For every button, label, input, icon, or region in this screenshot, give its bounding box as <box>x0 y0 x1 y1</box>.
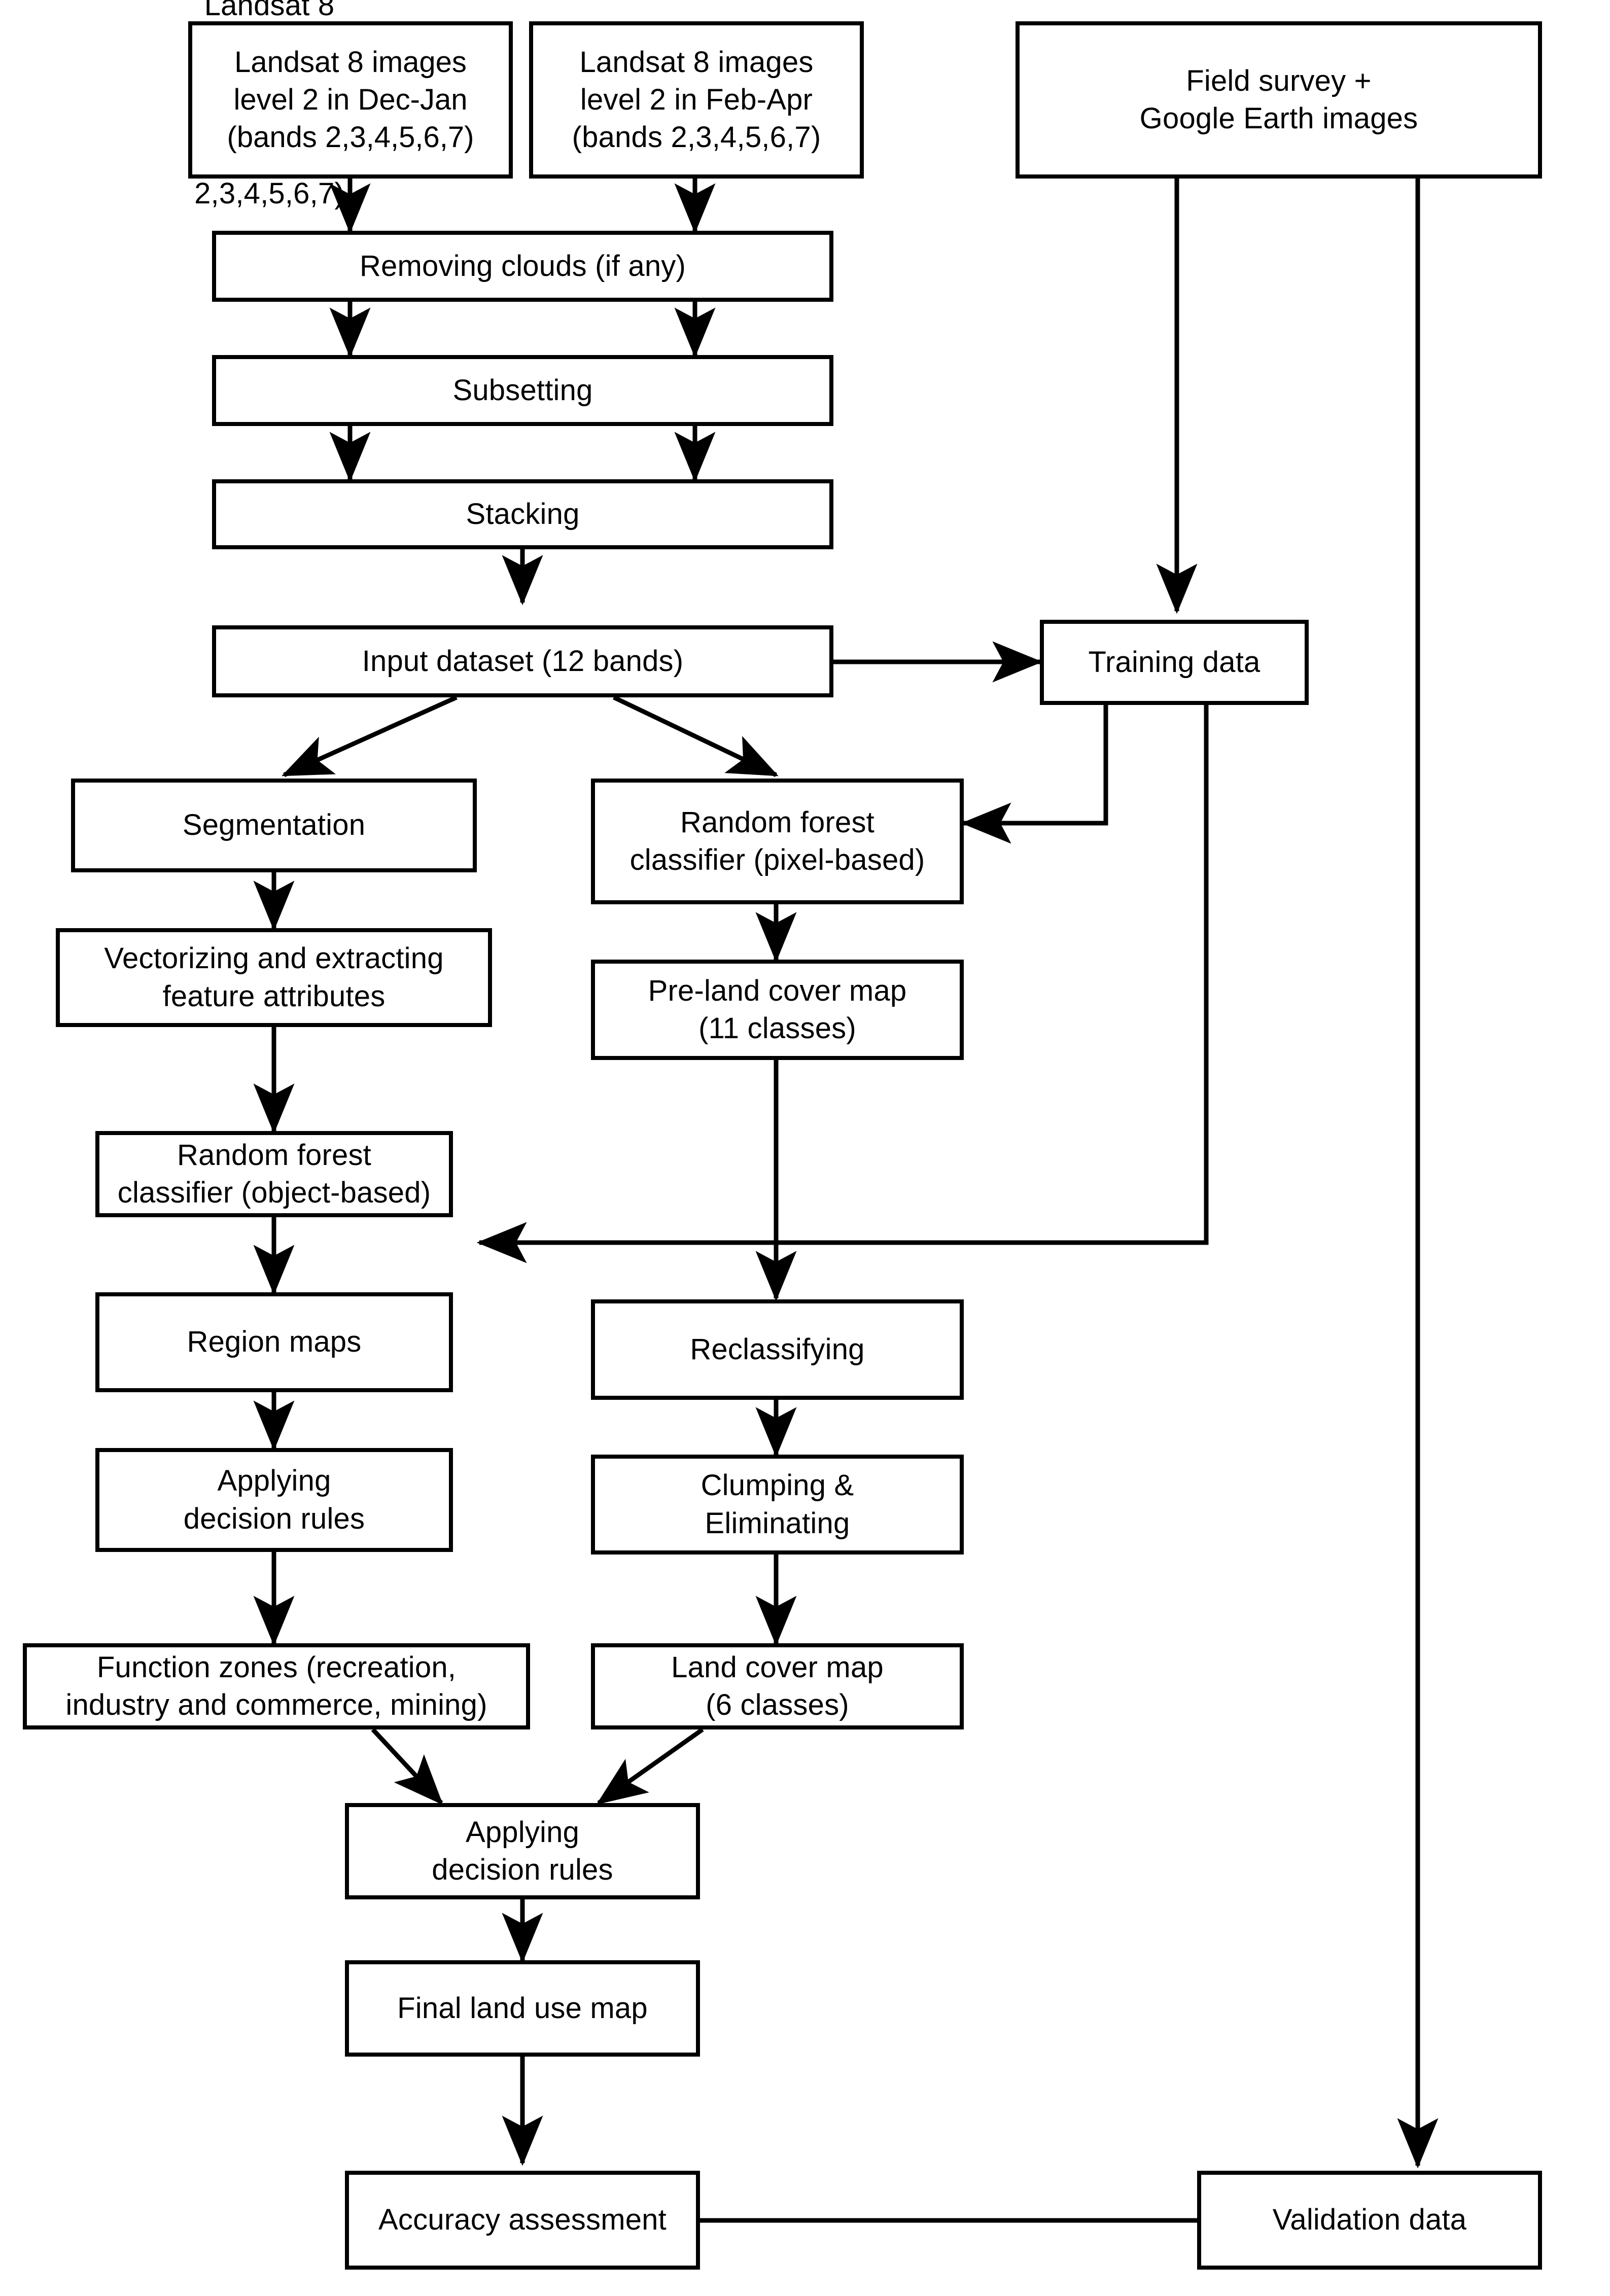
node-input-dataset-label: Input dataset (12 bands) <box>362 644 684 678</box>
node-landsat-feb-apr-label: Landsat 8 images level 2 in Feb-Apr (ban… <box>572 45 821 154</box>
edge-input-dataset-segmentation <box>282 695 458 778</box>
node-applying-rules-left[interactable]: Applying decision rules <box>95 1448 453 1552</box>
node-vectorizing-label: Vectorizing and extracting feature attri… <box>104 942 444 1013</box>
node-region-maps[interactable]: Region maps <box>95 1292 453 1392</box>
node-rf-object[interactable]: Random forest classifier (object-based) <box>95 1131 453 1217</box>
edge-function-zones-applying-rules-merge <box>371 1727 443 1805</box>
node-segmentation[interactable]: Segmentation <box>71 779 477 872</box>
edge-training-data-rf-object <box>476 705 1209 1263</box>
edge-training-data-rf-pixel <box>961 705 1108 844</box>
node-land-cover-map[interactable]: Land cover map (6 classes) <box>591 1643 964 1729</box>
node-land-cover-map-label: Land cover map (6 classes) <box>671 1650 884 1721</box>
node-field-survey-label: Field survey + Google Earth images <box>1139 64 1418 135</box>
node-subsetting[interactable]: Subsetting <box>212 355 833 426</box>
node-applying-rules-merge-label: Applying decision rules <box>432 1815 613 1886</box>
node-validation-data-label: Validation data <box>1272 2203 1467 2237</box>
node-removing-clouds[interactable]: Removing clouds (if any) <box>212 231 833 302</box>
node-final-land-use[interactable]: Final land use map <box>345 1960 700 2057</box>
edge-land-cover-map-applying-rules-merge <box>596 1727 704 1805</box>
node-removing-clouds-label: Removing clouds (if any) <box>359 249 686 282</box>
node-landsat-dec-jan-label: Landsat 8 images level 2 in Dec-Jan (ban… <box>194 0 344 210</box>
node-applying-rules-left-label: Applying decision rules <box>183 1464 365 1535</box>
node-rf-pixel[interactable]: Random forest classifier (pixel-based) <box>591 779 964 904</box>
node-input-dataset[interactable]: Input dataset (12 bands) <box>212 625 833 697</box>
node-stacking[interactable]: Stacking <box>212 479 833 549</box>
node-applying-rules-merge[interactable]: Applying decision rules <box>345 1803 700 1899</box>
node-field-survey[interactable]: Field survey + Google Earth images <box>1016 21 1542 179</box>
node-clumping[interactable]: Clumping & Eliminating <box>591 1455 964 1555</box>
node-final-land-use-label: Final land use map <box>397 1991 648 2025</box>
node-region-maps-label: Region maps <box>187 1325 362 1359</box>
node-vectorizing[interactable]: Vectorizing and extracting feature attri… <box>56 928 492 1027</box>
node-landsat-dec-jan[interactable]: Landsat 8 images level 2 in Dec-Jan (ban… <box>188 0 351 210</box>
node-pre-land-cover[interactable]: Pre-land cover map (11 classes) <box>591 960 964 1060</box>
node-clumping-label: Clumping & Eliminating <box>701 1469 854 1540</box>
node-reclassifying[interactable]: Reclassifying <box>591 1299 964 1400</box>
node-segmentation-label: Segmentation <box>182 808 366 842</box>
node-pre-land-cover-label: Pre-land cover map (11 classes) <box>648 974 907 1045</box>
node-subsetting-label: Subsetting <box>452 373 593 407</box>
node-training-data-label: Training data <box>1088 645 1261 679</box>
node-accuracy-assessment-label: Accuracy assessment <box>378 2203 667 2237</box>
edge-input-dataset-rf-pixel <box>613 695 779 778</box>
node-rf-object-label: Random forest classifier (object-based) <box>117 1138 431 1209</box>
node-rf-pixel-label: Random forest classifier (pixel-based) <box>629 805 925 876</box>
node-stacking-label: Stacking <box>466 497 580 531</box>
node-accuracy-assessment[interactable]: Accuracy assessment <box>345 2171 700 2270</box>
node-function-zones-label: Function zones (recreation, industry and… <box>65 1650 487 1721</box>
node-validation-data[interactable]: Validation data <box>1197 2171 1542 2270</box>
node-training-data[interactable]: Training data <box>1040 620 1309 705</box>
node-reclassifying-label: Reclassifying <box>690 1332 865 1366</box>
node-function-zones[interactable]: Function zones (recreation, industry and… <box>23 1643 530 1729</box>
node-landsat-feb-apr[interactable]: Landsat 8 images level 2 in Feb-Apr (ban… <box>529 21 864 179</box>
